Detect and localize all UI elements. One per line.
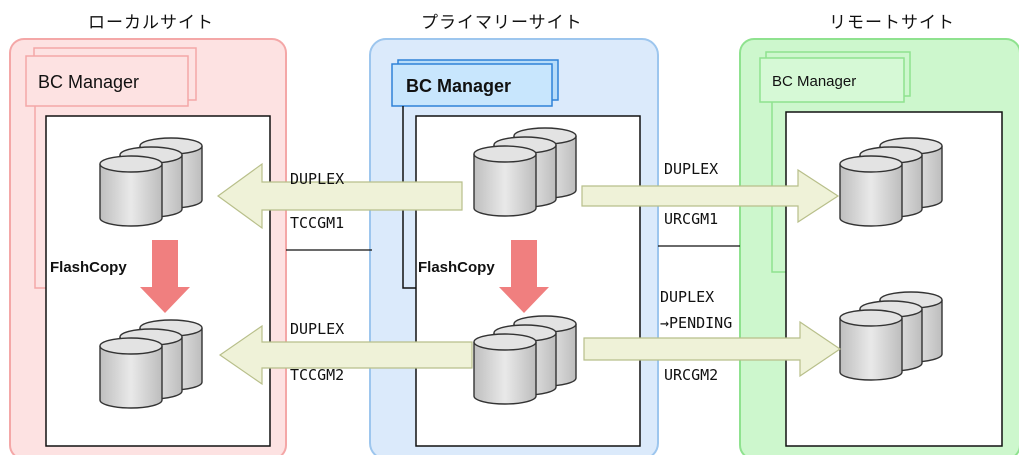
primary-site-title: プライマリーサイト (421, 13, 583, 33)
remote-site-title: リモートサイト (829, 13, 955, 33)
ur1-arrow (581, 168, 840, 224)
tc2-group-label: TCCGM2 (290, 366, 344, 384)
local-bc-manager-label: BC Manager (38, 72, 139, 92)
local-site-title: ローカルサイト (88, 13, 214, 33)
primary-bc-manager-label: BC Manager (406, 76, 511, 96)
ur2-group-label: URCGM2 (664, 366, 718, 384)
tc1-arrow (216, 162, 463, 230)
ur1-group-label: URCGM1 (664, 210, 718, 228)
tc1-status-label: DUPLEX (290, 170, 344, 188)
local-flashcopy-arrow (140, 240, 190, 313)
local-flashcopy-label: FlashCopy (50, 259, 127, 276)
tc2-arrow (218, 324, 473, 386)
ur2-status-label-line1: DUPLEX (660, 288, 714, 306)
primary-bc-manager-box (391, 63, 553, 107)
ur1-status-label: DUPLEX (664, 160, 718, 178)
local-bc-bracket (34, 106, 46, 289)
remote-bc-manager-label: BC Manager (772, 73, 856, 90)
tc1-group-label: TCCGM1 (290, 214, 344, 232)
tc2-status-label: DUPLEX (290, 320, 344, 338)
local-bc-manager-box (25, 55, 189, 107)
ur2-status-label-line2: →PENDING (660, 314, 732, 332)
primary-flashcopy-label: FlashCopy (418, 259, 495, 276)
primary-flashcopy-arrow (499, 240, 549, 313)
primary-bc-bracket (402, 106, 416, 289)
ur2-arrow (583, 320, 842, 378)
remote-bc-manager-box (759, 57, 905, 103)
remote-bc-bracket (771, 102, 786, 273)
